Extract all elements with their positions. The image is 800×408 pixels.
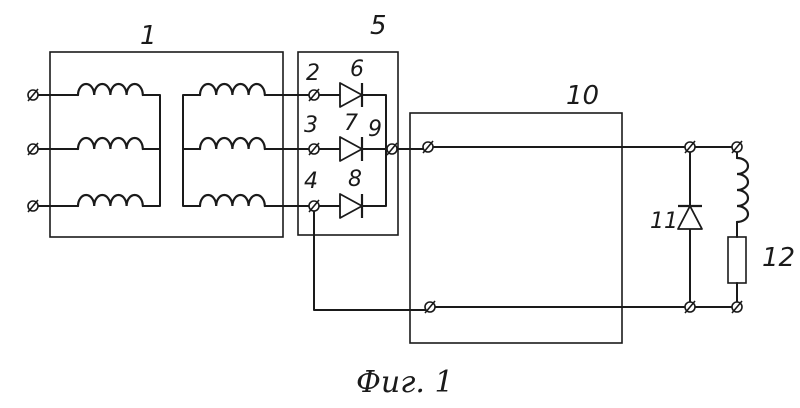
terminal-load-top [731, 140, 743, 154]
figure-caption: Фиг. 1 [356, 365, 454, 400]
terminal-4 [308, 199, 320, 213]
diode-7 [339, 136, 364, 162]
label-node-4: 4 [304, 169, 318, 194]
label-diode-8: 8 [348, 167, 362, 192]
transformer-block [49, 51, 284, 238]
diode-6 [339, 82, 364, 108]
terminal-3 [308, 142, 320, 156]
terminal-input-3 [27, 199, 39, 213]
terminal-9 [386, 142, 398, 156]
label-diode-7: 7 [344, 111, 358, 136]
terminal-converter-return [424, 300, 436, 314]
label-converter-block: 10 [566, 81, 599, 111]
primary-windings [76, 82, 144, 208]
terminal-load-bottom [731, 300, 743, 314]
label-diode-6: 6 [350, 57, 364, 82]
label-node-3: 3 [304, 113, 318, 138]
label-node-2: 2 [306, 61, 320, 86]
terminal-2 [308, 88, 320, 102]
label-load-12: 12 [762, 243, 795, 273]
load-resistor [727, 236, 747, 284]
diode-8 [339, 193, 364, 219]
terminal-diode11-bottom [684, 300, 696, 314]
secondary-windings [198, 82, 266, 208]
converter-block [409, 112, 623, 344]
load-inductor [735, 156, 750, 224]
label-rectifier-block: 5 [370, 11, 387, 41]
terminal-input-1 [27, 88, 39, 102]
terminal-converter-in [422, 140, 434, 154]
label-node-9: 9 [368, 117, 382, 142]
label-diode-11: 11 [650, 209, 678, 234]
label-transformer: 1 [140, 21, 157, 51]
terminal-input-2 [27, 142, 39, 156]
rectifier-block [297, 51, 399, 236]
diode-11 [677, 204, 703, 230]
terminal-diode11-top [684, 140, 696, 154]
